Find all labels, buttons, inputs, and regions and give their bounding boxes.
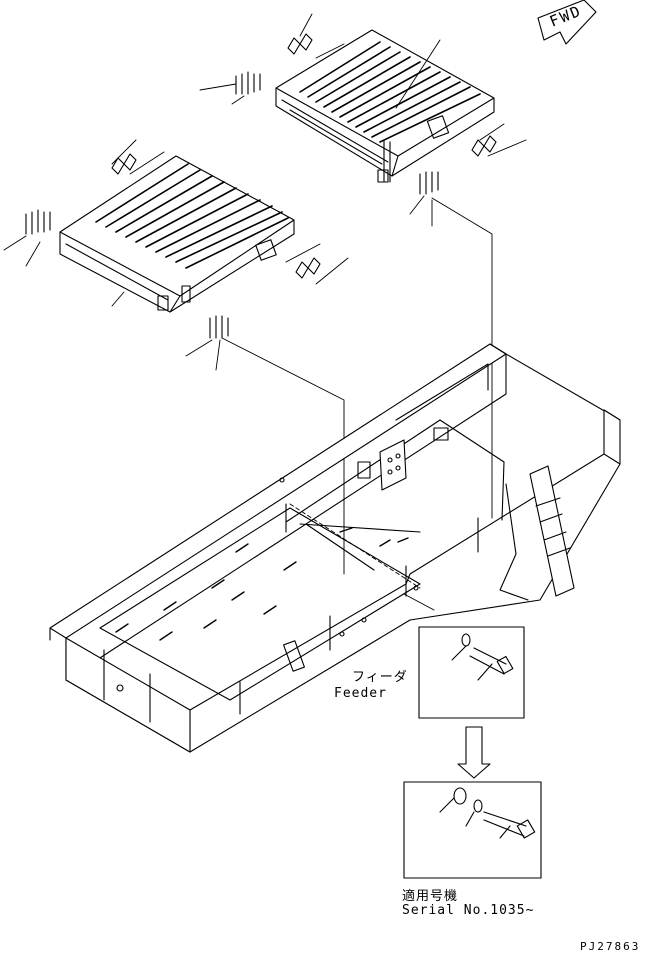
- feeder-label-en: Feeder: [334, 686, 387, 701]
- fwd-arrow-icon: [537, 0, 597, 45]
- down-arrow-icon: [457, 726, 491, 779]
- feeder-frame: [49, 343, 621, 753]
- serial-label-en: Serial No.1035~: [402, 903, 535, 918]
- upper-grate: [275, 29, 495, 183]
- drawing-code: PJ27863: [580, 940, 641, 953]
- lower-grate: [59, 155, 295, 313]
- feeder-label-jp: フィーダ: [352, 670, 408, 685]
- detail-box-2: [403, 781, 542, 879]
- detail-box-1: [418, 626, 525, 719]
- serial-label-jp: 適用号機: [402, 889, 459, 904]
- clip-hardware: [25, 33, 497, 339]
